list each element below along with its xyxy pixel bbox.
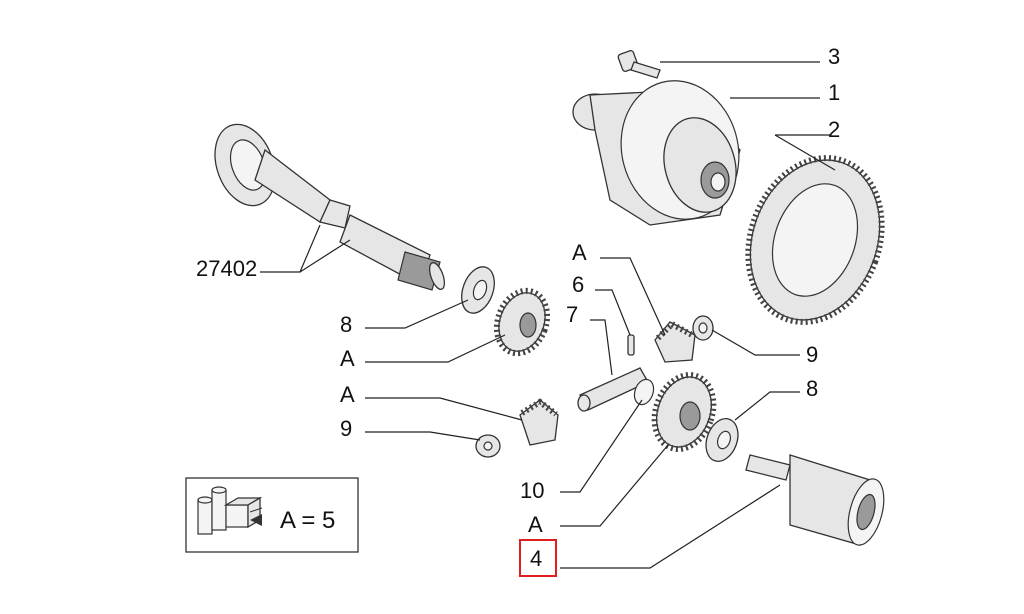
- callout-9-right: 9: [806, 342, 818, 367]
- callout-2: 2: [828, 117, 840, 142]
- callout-6: 6: [572, 272, 584, 297]
- differential-housing[interactable]: [572, 67, 754, 232]
- callout-8-left: 8: [340, 312, 352, 337]
- lock-pin[interactable]: [627, 334, 635, 356]
- side-gear-left[interactable]: [489, 284, 556, 361]
- callout-1: 1: [828, 80, 840, 105]
- parts-kit-icon: [197, 486, 263, 535]
- callout-A-bottom: A: [528, 512, 543, 537]
- callout-9-left: 9: [340, 416, 352, 441]
- ring-gear[interactable]: [726, 139, 904, 341]
- callout-3: 3: [828, 44, 840, 69]
- callout-A-top: A: [572, 240, 587, 265]
- callout-labels: 3 1 2 27402 A 6 7 8 A A 9 9 8 10 A: [196, 44, 840, 537]
- pinion-gear-left[interactable]: [519, 398, 559, 446]
- callout-27402: 27402: [196, 256, 257, 281]
- callout-7: 7: [566, 302, 578, 327]
- pinion-shaft[interactable]: [577, 367, 649, 412]
- callout-10: 10: [520, 478, 544, 503]
- housing-bolt[interactable]: [617, 50, 661, 79]
- highlighted-callout-4[interactable]: 4: [519, 539, 557, 577]
- callout-A-left-2: A: [340, 382, 355, 407]
- output-joint[interactable]: [745, 454, 890, 549]
- legend-text: A = 5: [280, 507, 335, 534]
- thrust-washer-left[interactable]: [456, 262, 501, 317]
- callout-8-right: 8: [806, 376, 818, 401]
- drive-shaft[interactable]: [204, 116, 447, 291]
- side-gear-right[interactable]: [645, 367, 724, 458]
- leader-lines: [260, 61, 836, 569]
- pinion-washer-left[interactable]: [475, 434, 501, 458]
- thrust-washer-right[interactable]: [700, 414, 743, 466]
- pinion-gear-top[interactable]: [654, 320, 696, 363]
- pinion-washer-right[interactable]: [692, 315, 714, 341]
- callout-4: 4: [530, 546, 542, 571]
- legend-box: A = 5: [185, 477, 359, 553]
- callout-A-left-1: A: [340, 346, 355, 371]
